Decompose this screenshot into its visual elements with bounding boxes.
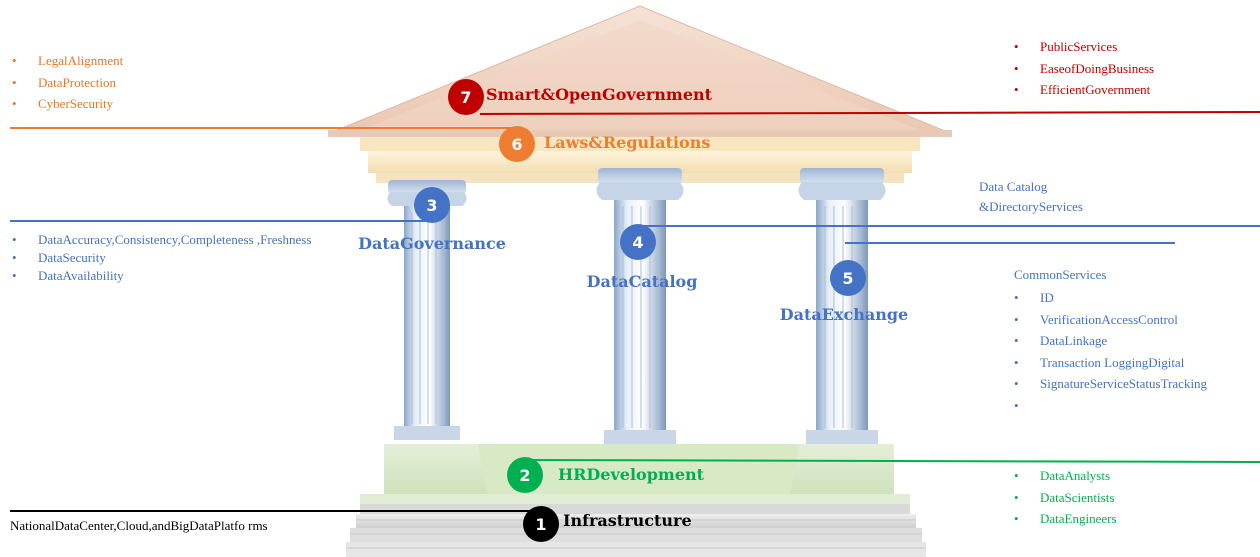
list-item: •DataScientists (1014, 489, 1115, 505)
green-connector (524, 459, 1260, 463)
infrastructure-base (346, 504, 926, 557)
data-exchange-label: DataExchange (779, 305, 909, 324)
list-item: •DataSecurity (12, 250, 106, 265)
list-item: •SignatureServiceStatusTracking (1014, 376, 1208, 391)
list-item: •PublicServices (1014, 39, 1118, 54)
hr-steps (360, 444, 910, 504)
badge-3: 3 (414, 187, 450, 223)
list-item: •DataAvailability (12, 268, 124, 283)
roof-pediment (328, 5, 952, 137)
smart-government-label: Smart&OpenGovernment (486, 85, 713, 104)
infrastructure-label: Infrastructure (563, 511, 692, 530)
list-item: •Transaction LoggingDigital (1014, 354, 1185, 370)
list-item: •DataLinkage (1014, 333, 1108, 348)
badge-6: 6 (499, 126, 535, 162)
list-item: •LegalAlignment (12, 53, 124, 68)
infrastructure-text: NationalDataCenter,Cloud,andBigDataPlatf… (10, 518, 268, 533)
hr-development-label: HRDevelopment (558, 465, 705, 484)
data-governance-label: DataGovernance (358, 234, 506, 253)
column-right (798, 168, 886, 444)
laws-items-list: •LegalAlignment •DataProtection •CyberSe… (12, 50, 123, 115)
catalog-directory-text: Data Catalog &DirectoryServices (979, 179, 1083, 214)
data-catalog-label: DataCatalog (586, 272, 698, 291)
badge-2: 2 (507, 457, 543, 493)
list-item: •EaseofDoingBusiness (1014, 60, 1155, 76)
red-connector (479, 111, 1260, 115)
badge-5: 5 (830, 260, 866, 296)
common-services-list: •ID •VerificationAccessControl •DataLink… (1014, 287, 1208, 413)
common-services-title: CommonServices (1014, 267, 1107, 282)
badge-7: 7 (448, 79, 484, 115)
laws-regulations-label: Laws&Regulations (544, 133, 711, 152)
badge-1: 1 (523, 506, 559, 542)
list-item: •EfficientGovernment (1014, 82, 1151, 97)
list-item: •DataAnalysts (1014, 468, 1111, 483)
hr-items-list: •DataAnalysts •DataScientists •DataEngin… (1014, 465, 1117, 530)
column-middle (596, 168, 684, 444)
list-item: •VerificationAccessControl (1014, 311, 1178, 327)
list-item: •DataProtection (12, 74, 116, 90)
list-item: •CyberSecurity (12, 96, 114, 111)
connector-lines (10, 111, 1260, 512)
governance-items-list: •DataAccuracy,Consistency,Completeness ,… (12, 231, 328, 285)
list-item: •DataAccuracy,Consistency,Completeness ,… (12, 232, 312, 247)
list-item: •DataEngineers (1014, 511, 1117, 526)
government-items-list: •PublicServices •EaseofDoingBusiness •Ef… (1014, 36, 1154, 101)
badge-4: 4 (620, 224, 656, 260)
list-item: •ID (1014, 290, 1054, 305)
